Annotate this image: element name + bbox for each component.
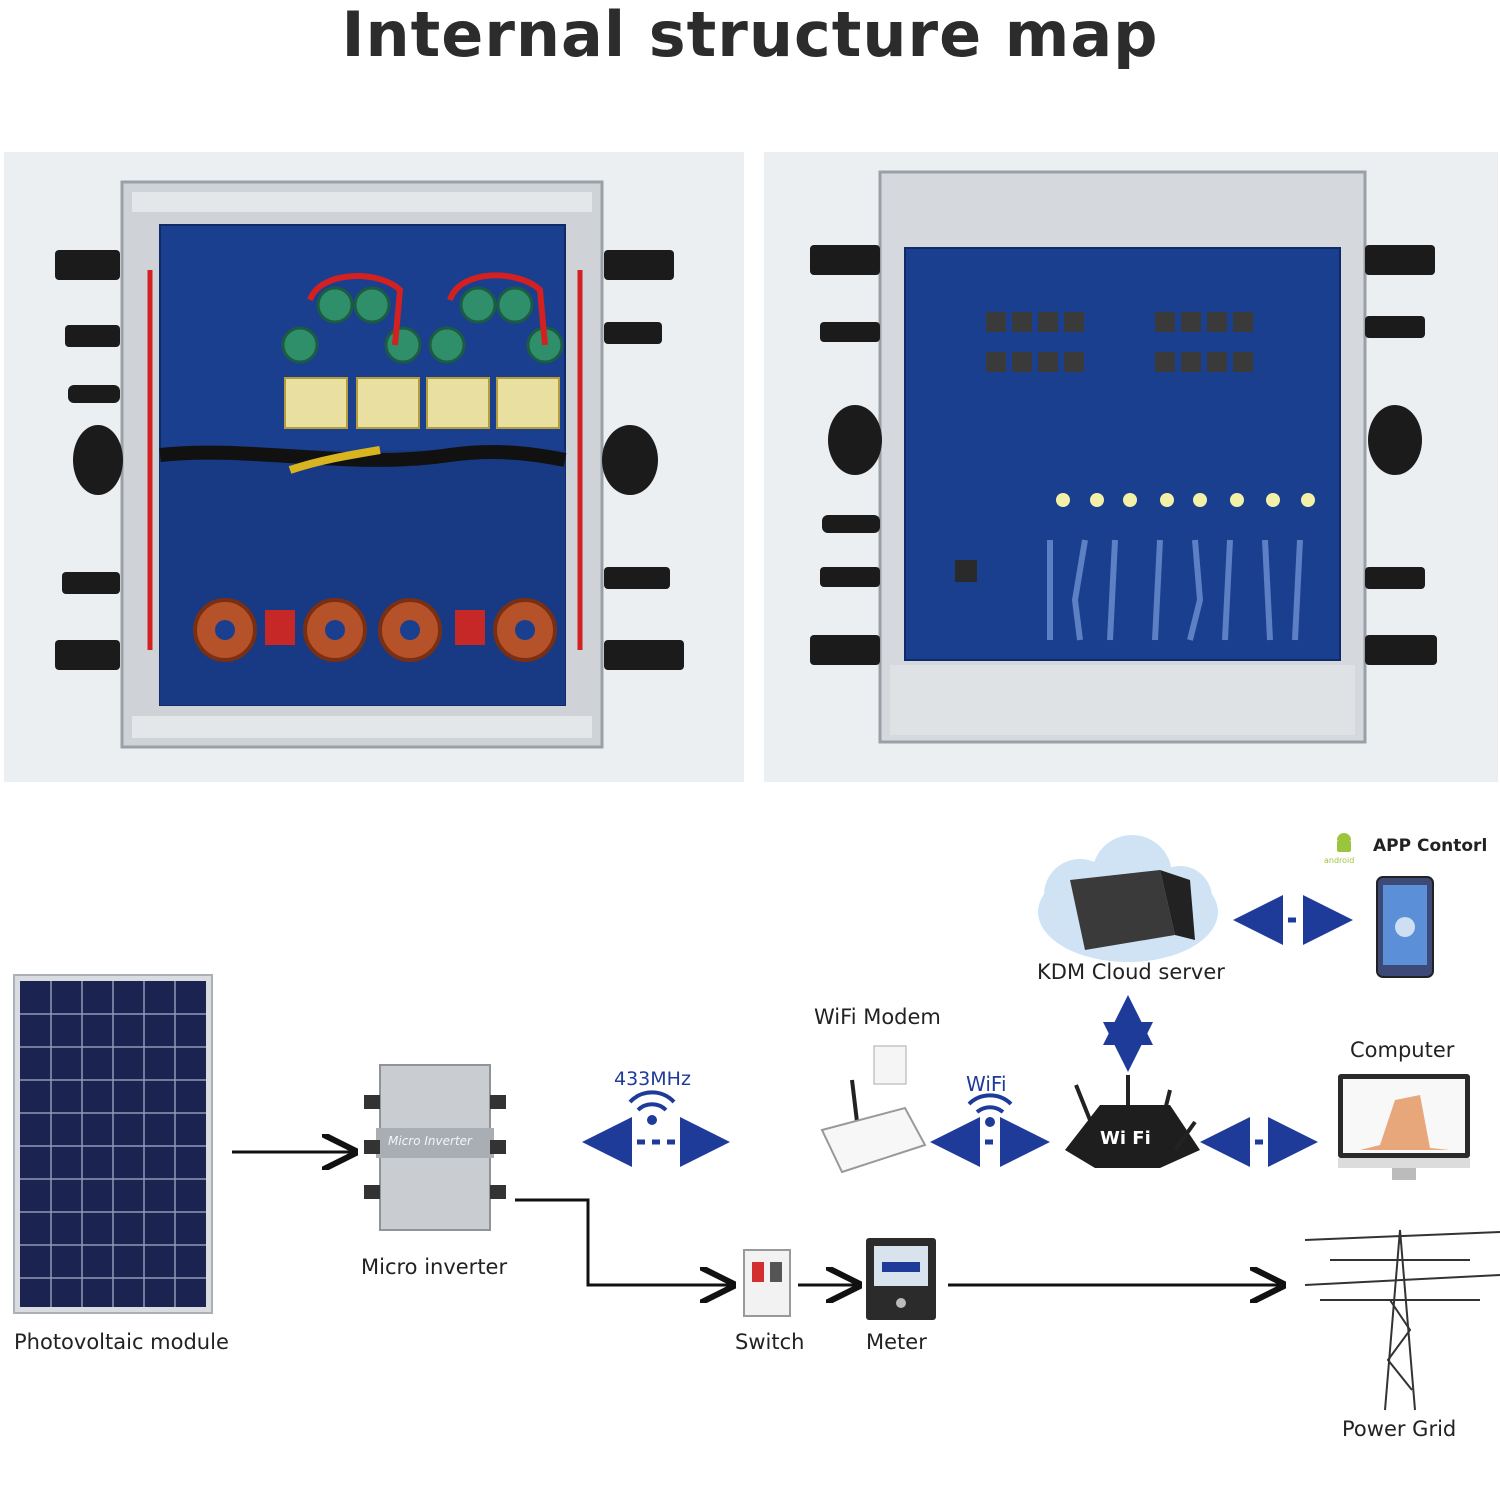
pv-module-graphic: [13, 974, 213, 1314]
inverter-top-photo: [4, 152, 744, 782]
wifi-signal-icon: [967, 1093, 1013, 1127]
router-wifi-text: Wi Fi: [1100, 1128, 1151, 1149]
micro-inverter-graphic: [364, 1064, 506, 1231]
inverter-bottom-photo: [764, 152, 1498, 782]
meter-graphic: [866, 1238, 936, 1320]
phone-graphic: [1376, 876, 1434, 978]
computer-label: Computer: [1350, 1038, 1455, 1062]
cloud-server-graphic: [1038, 835, 1218, 962]
switch-graphic: [743, 1249, 791, 1317]
android-icon: [1337, 833, 1351, 852]
power-grid-label: Power Grid: [1342, 1417, 1457, 1441]
computer-graphic: [1338, 1074, 1470, 1180]
power-inverter-switch: [515, 1198, 730, 1285]
inverter-brand-text: Micro Inverter: [388, 1134, 472, 1148]
pv-module-label: Photovoltaic module: [14, 1330, 229, 1354]
meter-label: Meter: [866, 1330, 927, 1354]
micro-inverter-label: Micro inverter: [361, 1255, 508, 1279]
router-graphic: [1065, 1075, 1200, 1168]
page-title: Internal structure map: [341, 0, 1159, 71]
app-control-label: APP Contorl: [1373, 836, 1488, 856]
android-text: android: [1324, 856, 1355, 865]
wifi-modem-graphic: [820, 1045, 927, 1174]
rf-433mhz-label: 433MHz: [614, 1068, 691, 1090]
wifi-modem-label: WiFi Modem: [814, 1005, 941, 1029]
switch-label: Switch: [735, 1330, 805, 1354]
wifi-link-label: WiFi: [966, 1072, 1007, 1096]
power-grid-graphic: [1304, 1229, 1500, 1411]
wifi-signal-icon-433: [628, 1090, 676, 1125]
cloud-server-label: KDM Cloud server: [1037, 960, 1225, 984]
